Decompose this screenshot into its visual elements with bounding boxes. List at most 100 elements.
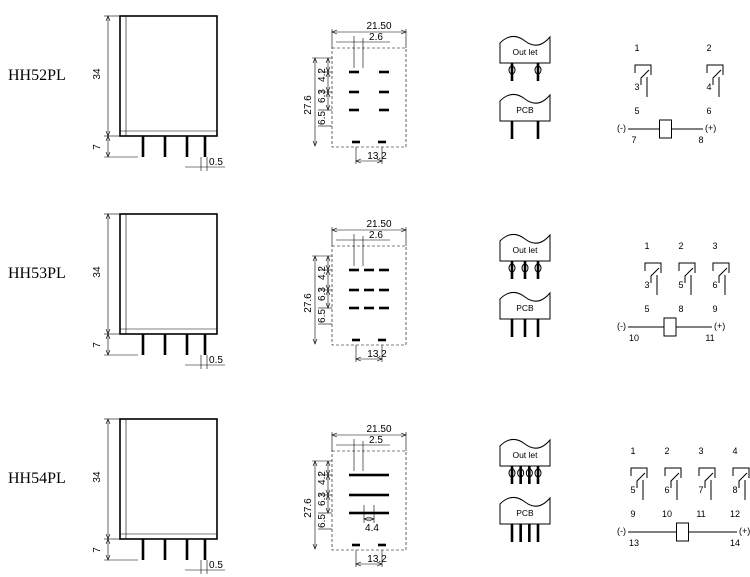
coil-right-pin: 8 [698, 135, 703, 145]
height-dim: 34 [92, 68, 103, 80]
bottom-view: 21.502.64.26.36.527.613.2 [303, 21, 407, 164]
pole-mid-label: 7 [698, 485, 703, 495]
pitch-dim-1: 4.2 [317, 471, 328, 485]
row-gap-dim: 2.6 [369, 230, 383, 241]
coil-right-pin: 11 [705, 333, 714, 343]
bottom-view: 21.502.64.26.36.527.613.2 [303, 219, 407, 362]
coil-minus-label: (-) [617, 526, 626, 536]
pcb-socket-label: PCB [516, 508, 534, 518]
pin-length-dim: 7 [92, 144, 103, 150]
relay-body [119, 213, 218, 335]
row-gap-dim: 2.5 [369, 435, 383, 446]
pole-3: 3 6 9 [712, 241, 730, 314]
pole-bot-label: 10 [662, 509, 672, 519]
bottom-dim: 13.2 [367, 349, 387, 360]
pole-mid-label: 3 [634, 82, 639, 92]
total-height-dim: 27.6 [303, 95, 314, 115]
bottom-dim: 13.2 [367, 151, 387, 162]
coil-plus-label: (+) [739, 526, 750, 536]
pole-2: 2 6 10 [662, 446, 682, 519]
outlet-socket: Out let [499, 35, 551, 81]
pole-3: 3 7 11 [696, 446, 716, 519]
model-label: HH54PL [8, 470, 66, 487]
pitch-dim-1: 4.2 [317, 68, 328, 82]
pole-mid-label: 5 [630, 485, 635, 495]
row-gap-dim: 2.6 [369, 32, 383, 43]
outlet-socket: Out let [499, 438, 551, 484]
pole-top-label: 2 [706, 43, 711, 53]
pitch-dim-2: 6.3 [317, 287, 328, 301]
pole-1: 135 [644, 241, 662, 314]
pcb-socket-label: PCB [516, 105, 534, 115]
outlet-socket: Out let [499, 233, 551, 279]
model-label: HH53PL [8, 265, 66, 282]
pole-mid-label: 6 [664, 485, 669, 495]
pitch-dim-2: 6.3 [317, 89, 328, 103]
pole-mid-label: 5 [678, 280, 683, 290]
side-view: 34 7 0.5 [92, 213, 225, 369]
relay-body [119, 15, 218, 137]
footprint-outline [331, 47, 407, 148]
height-dim: 34 [92, 471, 103, 483]
pcb-socket: PCB [499, 93, 551, 139]
width-dim: 21.50 [366, 219, 391, 230]
width-dim: 21.50 [366, 424, 391, 435]
side-view: 34 7 0.5 [92, 15, 225, 171]
bottom-view: 21.502.54.26.36.527.613.24.4 [303, 424, 407, 567]
pole-bot-label: 8 [678, 304, 683, 314]
pole-bot-label: 5 [644, 304, 649, 314]
coil-symbol [659, 119, 672, 139]
pole-top-label: 2 [664, 446, 669, 456]
pole-1: 1 3 5 [634, 43, 652, 116]
pole-top-label: 3 [698, 446, 703, 456]
pole-bot-label: 9 [630, 509, 635, 519]
pin-width-dim: 0.5 [209, 157, 223, 168]
pole-1: 159 [630, 446, 648, 519]
pitch-dim-3: 6.5 [317, 309, 328, 323]
pole-bot-label: 9 [712, 304, 717, 314]
coil-symbol [676, 522, 689, 542]
coil-left-pin: 10 [629, 333, 639, 343]
coil-left-pin: 7 [631, 135, 636, 145]
coil-plus-label: (+) [714, 321, 725, 331]
pitch-dim-3: 6.5 [317, 514, 328, 528]
pole-top-label: 1 [634, 43, 639, 53]
pole-mid-label: 6 [712, 280, 717, 290]
footprint-outline [331, 245, 407, 346]
pole-bot-label: 11 [696, 509, 705, 519]
coil-symbol [663, 317, 677, 337]
outlet-socket-label: Out let [512, 47, 538, 57]
footprint-outline [331, 450, 407, 551]
total-height-dim: 27.6 [303, 293, 314, 313]
outlet-socket-label: Out let [512, 450, 538, 460]
pin-width-dim: 0.5 [209, 355, 223, 366]
pin-length-dim: 7 [92, 547, 103, 553]
pin-pitch-dim: 4.4 [365, 523, 379, 534]
outlet-socket-label: Out let [512, 245, 538, 255]
pole-2: 258 [678, 241, 696, 314]
total-height-dim: 27.6 [303, 498, 314, 518]
coil-minus-label: (-) [617, 321, 626, 331]
pole-bot-label: 6 [706, 106, 711, 116]
coil-plus-label: (+) [705, 123, 716, 133]
pole-mid-label: 3 [644, 280, 649, 290]
pcb-socket-label: PCB [516, 303, 534, 313]
coil-right-pin: 14 [730, 538, 740, 548]
pole-mid-label: 4 [706, 82, 711, 92]
height-dim: 34 [92, 266, 103, 278]
pole-top-label: 3 [712, 241, 717, 251]
pole-bot-label: 5 [634, 106, 639, 116]
pole-top-label: 4 [732, 446, 737, 456]
pin-length-dim: 7 [92, 342, 103, 348]
